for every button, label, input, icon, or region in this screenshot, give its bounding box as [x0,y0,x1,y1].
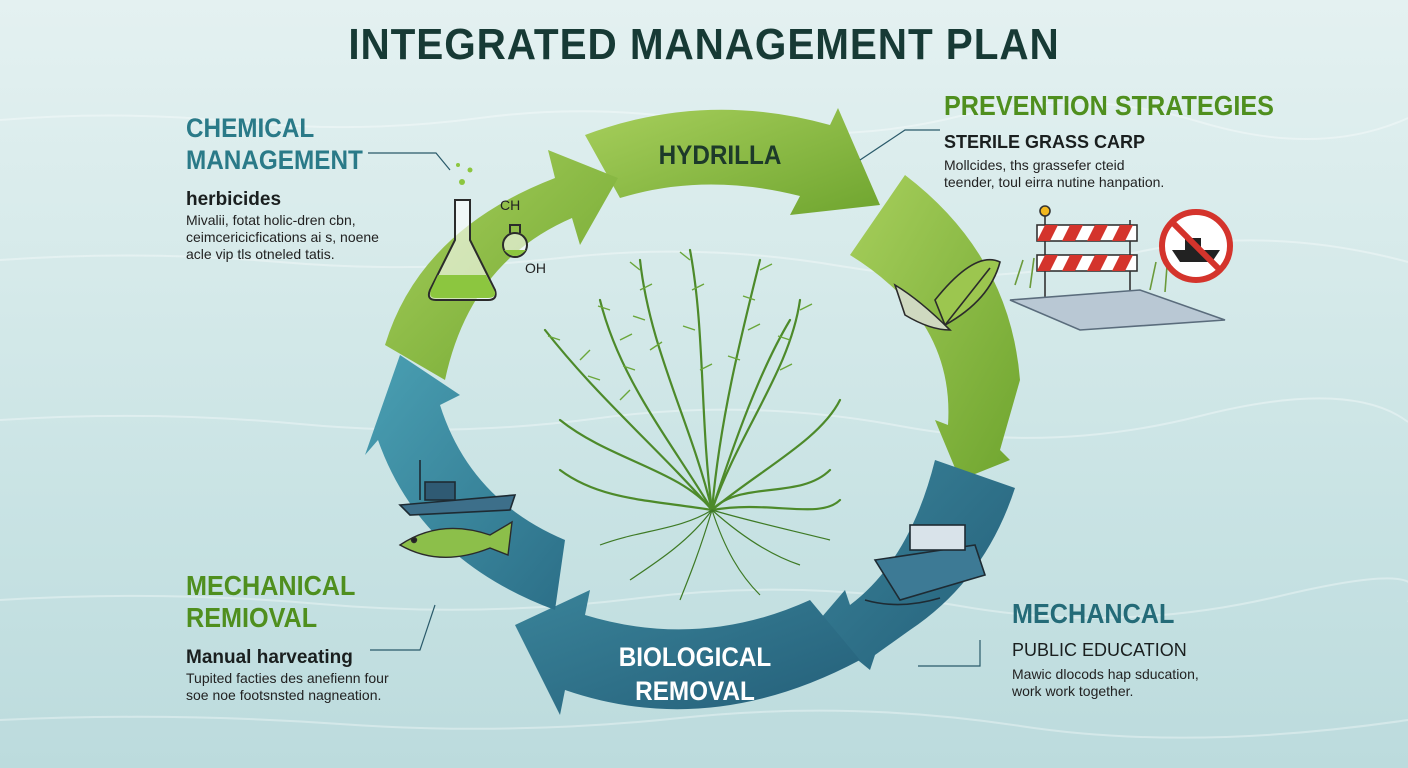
public-education-block: MECHANCAL PUBLIC EDUCATION Mawic dlocods… [1012,598,1199,700]
chemical-body-2: ceimcericicfications ai s, noene [186,229,379,245]
connector-lines [368,129,981,667]
leaf-carp-icon [893,258,1001,331]
page-title: INTEGRATED MANAGEMENT PLAN [348,20,1060,69]
prevention-heading: PREVENTION STRATEGIES [944,90,1274,121]
mechanical-removal-body-1: Tupited facties des anefienn four [186,670,389,686]
hydrilla-leaves [547,251,813,401]
hydrilla-plant [543,248,842,512]
ring-label-biological-2: REMOVAL [635,676,755,706]
public-education-subheading: PUBLIC EDUCATION [1012,640,1187,660]
public-education-body-2: work work together. [1012,683,1134,699]
prevention-body-1: Mollcides, ths grassefer cteid [944,157,1125,173]
harvester-icon [398,460,517,516]
chemical-subheading: herbicides [186,189,282,210]
ring-label-hydrilla: HYDRILLA [658,140,782,170]
flask-icon [427,163,528,301]
formula-ch: CH [500,197,520,213]
arrow-bottom-biological [515,590,860,715]
mechanical-removal-heading-2: REMIOVAL [186,602,318,633]
hydrilla-roots [599,509,831,601]
formula-oh: OH [525,260,546,276]
chemical-block: CHEMICAL MANAGEMENT herbicides Mivalii, … [186,112,383,263]
chemical-body-1: Mivalii, fotat holic-dren cbn, [186,212,356,228]
fish-icon [398,520,513,558]
mechanical-removal-subheading: Manual harveating [186,647,353,668]
chemical-body-3: acle vip tls otneled tatis. [186,246,335,262]
mechanical-removal-block: MECHANICAL REMIOVAL Manual harveating Tu… [186,570,389,704]
mechanical-removal-body-2: soe noe footsnsted nagneation. [186,687,382,703]
arrow-top-hydrilla [585,108,880,215]
mechancal-heading: MECHANCAL [1012,598,1175,629]
public-education-body-1: Mawic dlocods hap sducation, [1012,666,1199,682]
ring-label-biological-1: BIOLOGICAL [618,642,772,672]
arrow-upper-left [385,150,618,380]
no-boat-icon [1159,209,1233,283]
mechanical-removal-heading-1: MECHANICAL [186,570,356,601]
prevention-subheading: STERILE GRASS CARP [944,132,1146,152]
barrier-icon [1009,205,1226,331]
arrow-left-teal [365,355,565,610]
prevention-body-2: teender, toul eirra nutine hanpation. [944,174,1165,190]
chemical-heading-1: CHEMICAL [186,113,315,143]
chemical-heading-2: MANAGEMENT [186,145,363,175]
prevention-block: PREVENTION STRATEGIES STERILE GRASS CARP… [944,90,1311,191]
boat-icon [864,524,987,606]
